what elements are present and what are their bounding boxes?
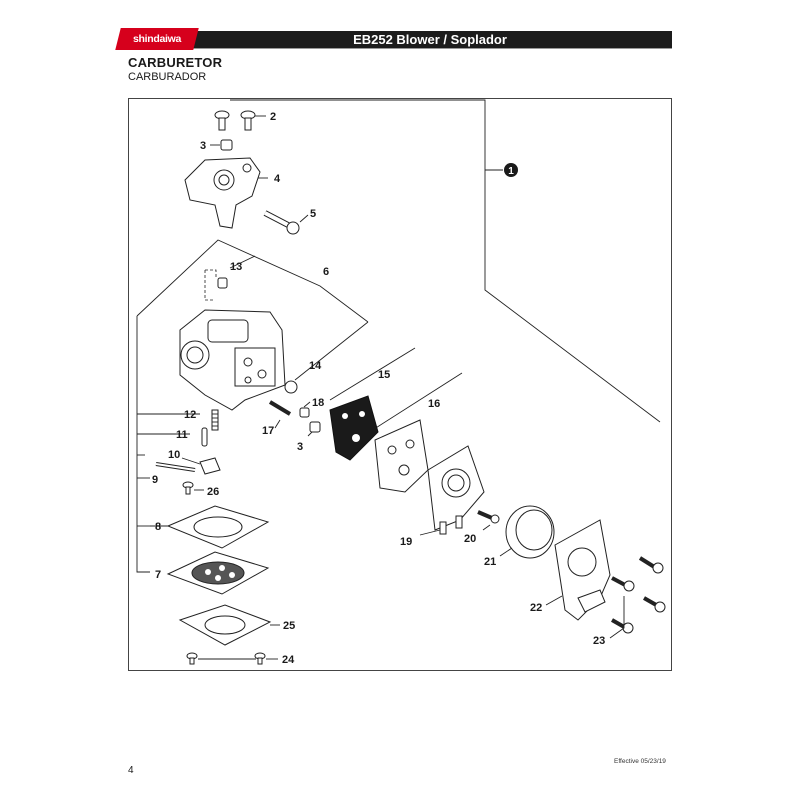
screw-part-23 (609, 556, 666, 639)
page-number: 4 (128, 765, 134, 776)
diagram-frame (128, 98, 672, 671)
cover-part-25 (178, 604, 280, 646)
bracket-part-22 (545, 519, 611, 621)
screw-part-20 (477, 510, 500, 531)
callout-9: 9 (152, 474, 158, 486)
assembly-outline (136, 99, 661, 573)
callout-7: 7 (155, 569, 161, 581)
callout-10: 10 (168, 449, 180, 461)
callout-15: 15 (378, 369, 390, 381)
nut-part-3-lower (307, 421, 321, 437)
cover-part-4 (184, 157, 268, 229)
part-18 (299, 401, 311, 418)
screw-part-24 (186, 652, 278, 665)
section-subtitle: CARBURADOR (128, 71, 207, 83)
pin-part-9 (155, 462, 196, 472)
callout-21: 21 (484, 556, 496, 568)
callout-24: 24 (282, 654, 295, 666)
header-bar (128, 31, 672, 48)
callout-14: 14 (309, 360, 322, 372)
gasket-part-8 (150, 505, 270, 549)
callout-3-lower: 3 (297, 441, 303, 453)
callout-19: 19 (400, 536, 412, 548)
callout-1: 1 (508, 166, 514, 177)
callout-26: 26 (207, 486, 219, 498)
spring-part-12 (211, 409, 219, 431)
diaphragm-part-7 (166, 551, 270, 595)
callout-22: 22 (530, 602, 542, 614)
plug-part-13 (204, 269, 228, 301)
gasket-part-16 (374, 419, 429, 493)
assembly-reference-marker (504, 163, 518, 177)
screen-part-14 (284, 380, 298, 394)
lever-part-10 (181, 457, 221, 475)
callout-23: 23 (593, 635, 605, 647)
callout-17: 17 (262, 425, 274, 437)
screw-part-26 (182, 481, 204, 495)
primer-body-part-19 (419, 445, 485, 536)
header-rule (128, 48, 672, 49)
page-title: EB252 Blower / Soplador (353, 32, 507, 47)
callout-13: 13 (230, 261, 242, 273)
needle-part-17 (268, 400, 292, 429)
needle-part-11 (201, 427, 208, 447)
callout-20: 20 (464, 533, 476, 545)
callout-8: 8 (155, 521, 161, 533)
callout-5: 5 (310, 208, 316, 220)
callout-11: 11 (176, 429, 188, 441)
primer-bulb-part-21 (499, 505, 555, 559)
callout-3: 3 (200, 140, 206, 152)
callout-16: 16 (428, 398, 440, 410)
callout-6: 6 (323, 266, 329, 278)
callout-12: 12 (184, 409, 196, 421)
section-title: CARBURETOR (128, 55, 223, 70)
callout-25: 25 (283, 620, 295, 632)
callout-4: 4 (274, 173, 281, 185)
pump-diaphragm-part-15 (329, 395, 379, 461)
effective-date: Effective 05/23/19 (614, 758, 666, 765)
screw-part-2 (214, 110, 266, 131)
screw-part-5 (263, 210, 309, 235)
carburetor-body (179, 309, 286, 411)
callout-2: 2 (270, 111, 276, 123)
callout-18: 18 (312, 397, 324, 409)
nut-part-3 (210, 139, 233, 151)
